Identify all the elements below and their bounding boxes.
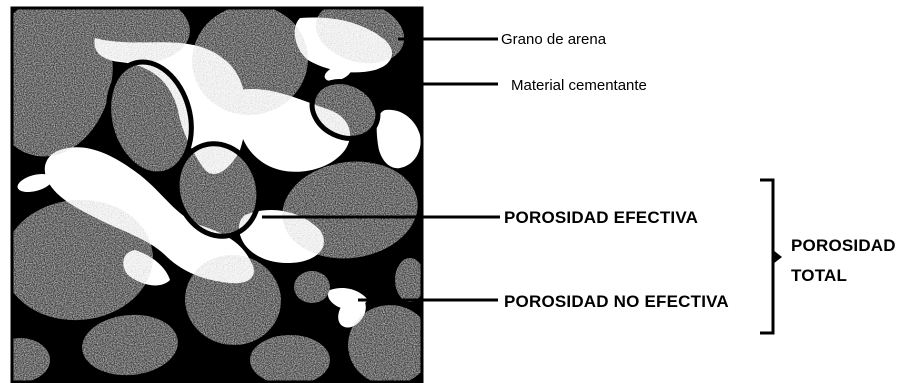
sand-grain	[294, 271, 330, 303]
bracket-arrow-tip	[773, 250, 782, 264]
total-porosity-label-line1: POROSIDAD	[791, 236, 896, 255]
total-porosity-label-line2: TOTAL	[791, 266, 847, 285]
rock-section	[0, 0, 432, 383]
cement-label: Material cementante	[511, 77, 647, 94]
sand-grain	[348, 305, 432, 383]
sand-grain-label: Grano de arena	[501, 31, 607, 48]
non-effective-porosity-label: POROSIDAD NO EFECTIVA	[504, 292, 729, 311]
sand-grain	[250, 335, 330, 383]
effective-porosity-label: POROSIDAD EFECTIVA	[504, 208, 698, 227]
total-porosity-bracket	[760, 180, 773, 333]
